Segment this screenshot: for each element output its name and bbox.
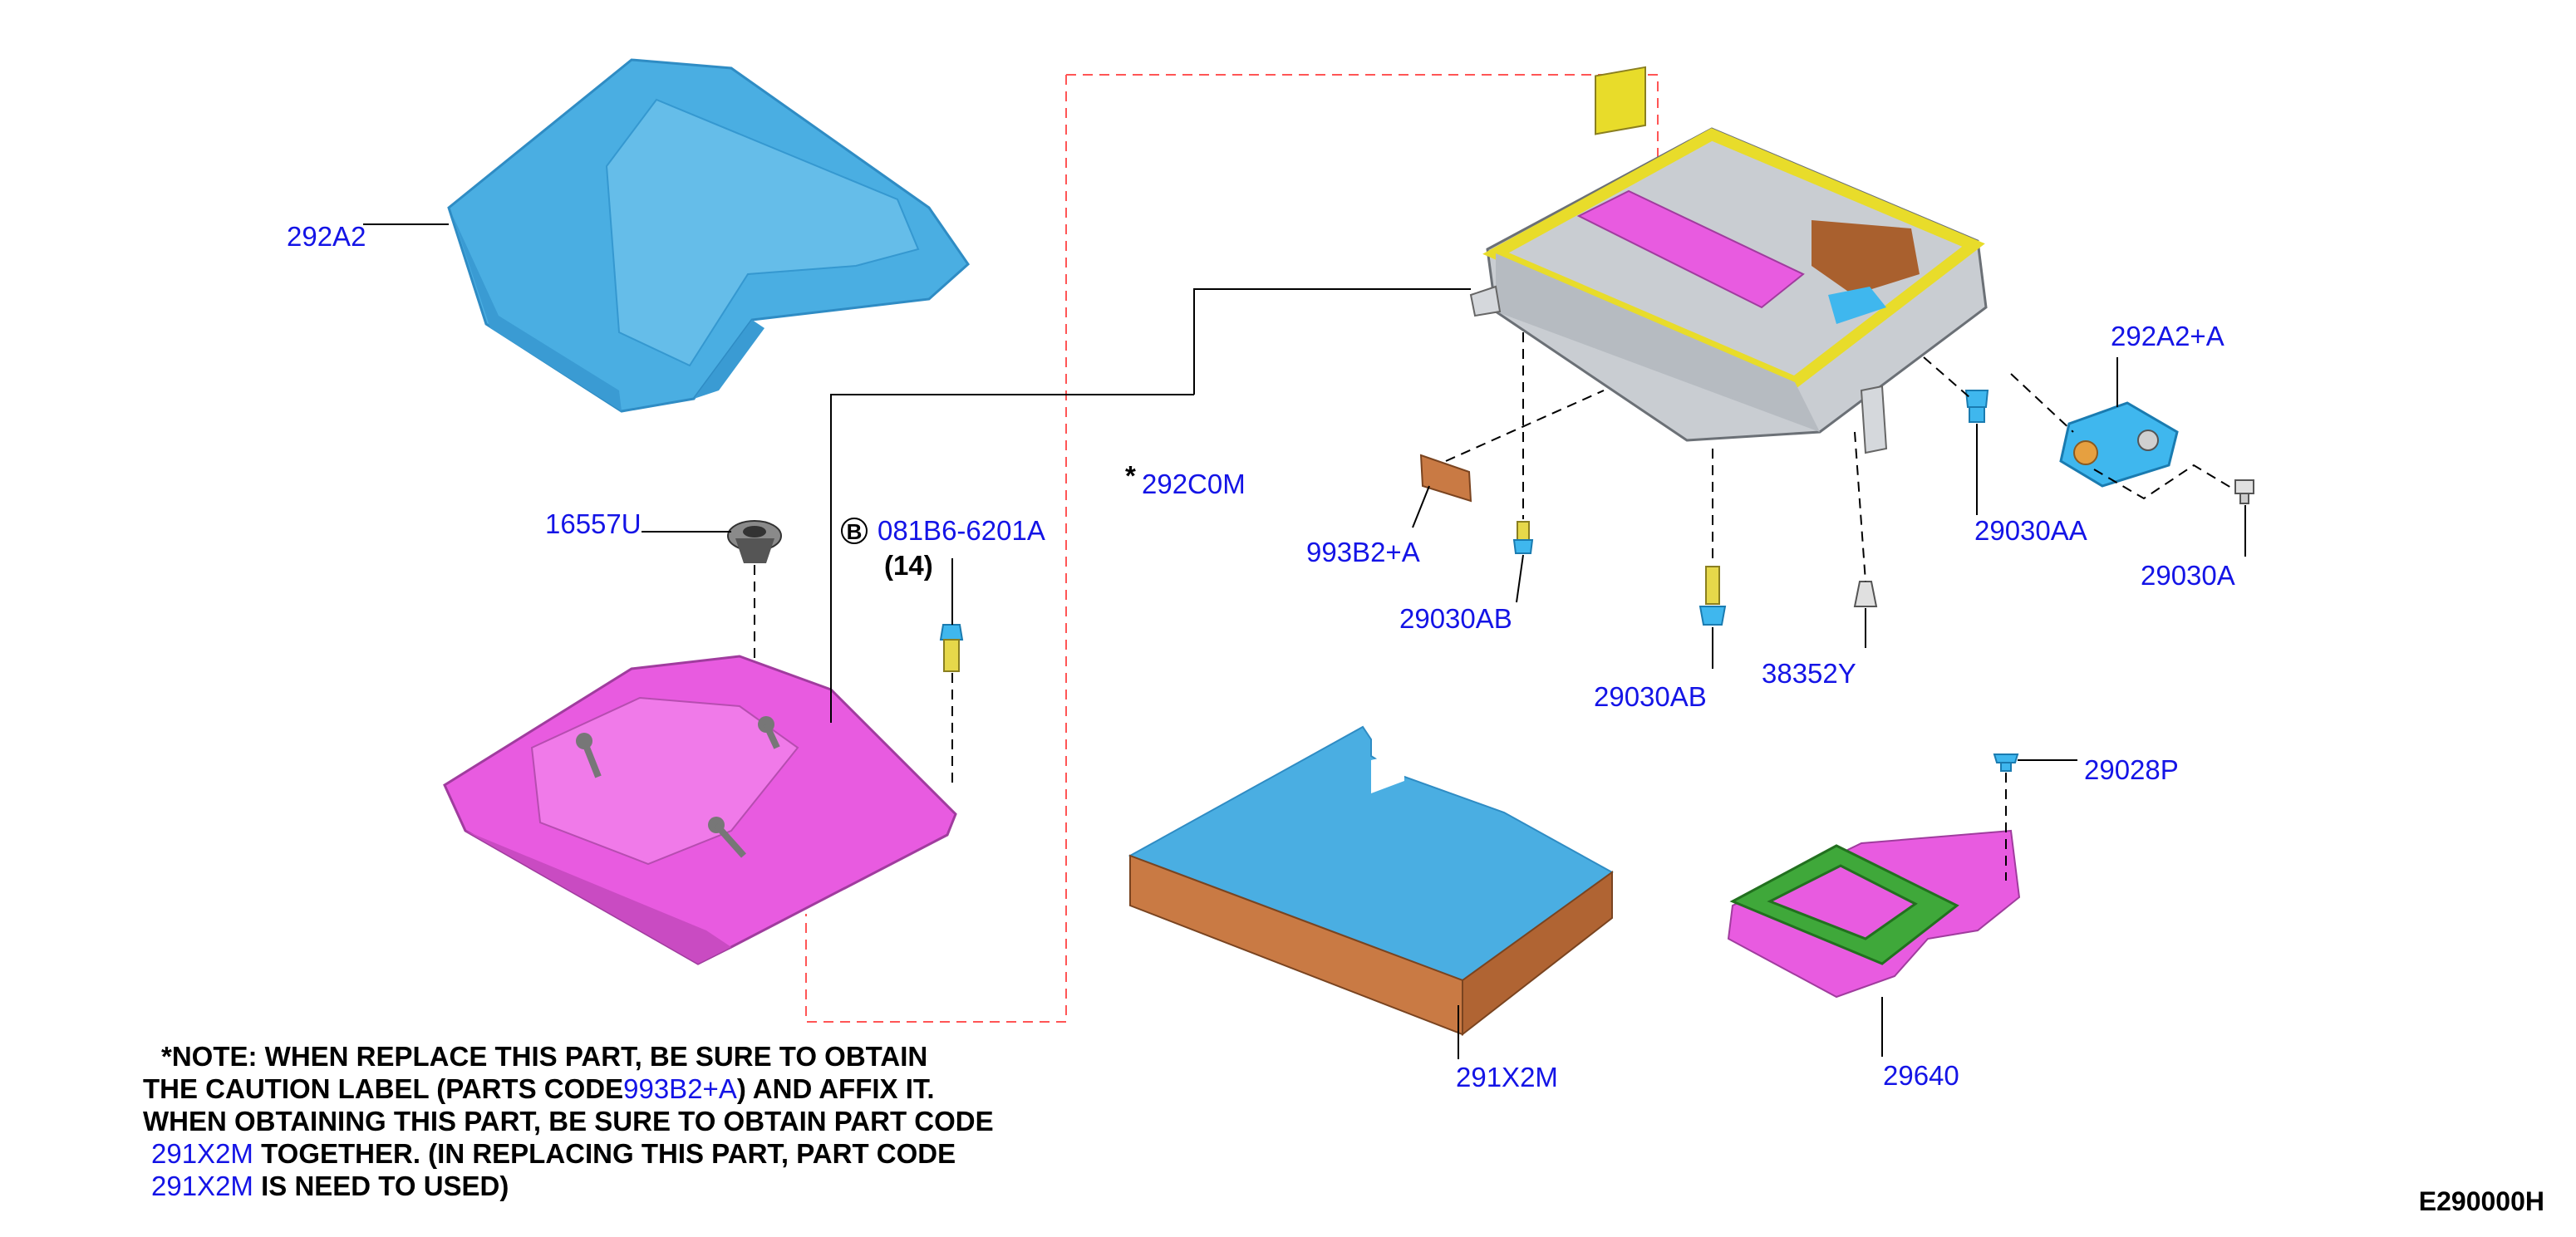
red-dashed-outline xyxy=(805,74,1659,1023)
bracket-small-bolt-part[interactable] xyxy=(2234,479,2254,504)
figure-id: E290000H xyxy=(2418,1186,2544,1216)
note-line-5-suffix: IS NEED TO USED) xyxy=(253,1171,509,1201)
note-line-2-prefix: THE CAUTION LABEL (PARTS CODE xyxy=(143,1073,624,1104)
note-line-1: *NOTE: WHEN REPLACE THIS PART, BE SURE T… xyxy=(161,1041,928,1072)
drain-plug-part[interactable] xyxy=(1993,753,2019,772)
note-line-4-suffix: TOGETHER. (IN REPLACING THIS PART, PART … xyxy=(253,1138,956,1169)
part-label-292C0M[interactable]: 292C0M xyxy=(1142,469,1246,499)
inverter-bolt-left-part[interactable] xyxy=(1512,521,1534,554)
part-label-29028P[interactable]: 29028P xyxy=(2084,754,2179,785)
upper-cover-part[interactable] xyxy=(447,58,970,413)
note-line-5: 291X2M IS NEED TO USED) xyxy=(143,1170,1090,1202)
bracket-part[interactable] xyxy=(2059,401,2179,488)
pan-bolt-part[interactable] xyxy=(939,624,964,672)
note-asterisk: * xyxy=(1125,460,1136,491)
inverter-assembly-part[interactable] xyxy=(1469,66,1988,454)
grommet-part[interactable] xyxy=(727,520,782,563)
caution-label-part[interactable] xyxy=(1419,454,1472,503)
clip-part[interactable] xyxy=(1853,581,1878,607)
part-label-292A2[interactable]: 292A2 xyxy=(287,221,366,252)
note-code-993B2A[interactable]: 993B2+A xyxy=(623,1073,737,1104)
part-label-292A2A[interactable]: 292A2+A xyxy=(2111,321,2225,351)
bolt-circle-letter: B xyxy=(841,518,868,545)
inverter-bolt-bottom-part[interactable] xyxy=(1698,566,1727,626)
note-line-2-suffix: ) AND AFFIX IT. xyxy=(736,1073,935,1104)
note-code-291X2M-2[interactable]: 291X2M xyxy=(151,1171,253,1201)
seal-gasket-part[interactable] xyxy=(1727,829,2021,999)
insulator-block-part[interactable] xyxy=(1128,725,1614,1037)
replacement-note: *NOTE: WHEN REPLACE THIS PART, BE SURE T… xyxy=(143,1040,1090,1202)
part-label-29030A[interactable]: 29030A xyxy=(2141,560,2235,591)
part-label-29030AA[interactable]: 29030AA xyxy=(1974,515,2087,546)
bolt-reference-circle: B xyxy=(841,515,876,545)
note-line-2: THE CAUTION LABEL (PARTS CODE993B2+A) AN… xyxy=(143,1073,1090,1105)
part-label-291X2M[interactable]: 291X2M xyxy=(1456,1062,1558,1092)
part-label-29030AB-bottom[interactable]: 29030AB xyxy=(1594,681,1707,712)
part-label-16557U[interactable]: 16557U xyxy=(545,508,642,539)
part-label-29640[interactable]: 29640 xyxy=(1883,1060,1959,1091)
part-label-38352Y[interactable]: 38352Y xyxy=(1762,658,1856,689)
part-label-993B2A[interactable]: 993B2+A xyxy=(1306,537,1420,567)
part-label-081B6-6201A[interactable]: 081B6-6201A xyxy=(878,515,1045,546)
oil-pan-part[interactable] xyxy=(443,655,957,965)
note-line-4: 291X2M TOGETHER. (IN REPLACING THIS PART… xyxy=(143,1137,1090,1170)
note-line-3: WHEN OBTAINING THIS PART, BE SURE TO OBT… xyxy=(143,1106,994,1136)
bracket-bolt-part[interactable] xyxy=(1964,390,1989,423)
note-code-291X2M-1[interactable]: 291X2M xyxy=(151,1138,253,1169)
bolt-quantity: (14) xyxy=(884,550,933,581)
part-label-29030AB-left[interactable]: 29030AB xyxy=(1399,603,1512,634)
